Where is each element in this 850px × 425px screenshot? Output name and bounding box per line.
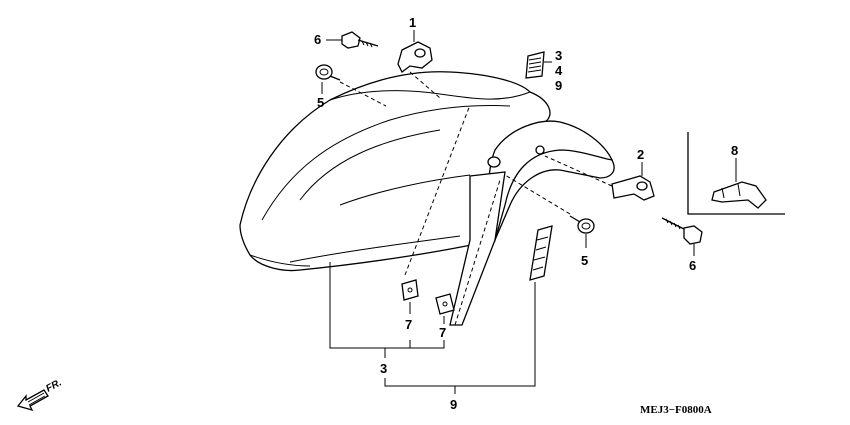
callout-7-left: 7 (405, 317, 412, 332)
diagram-code: MEJ3−F0800A (640, 404, 712, 416)
callout-6-lower: 6 (689, 258, 696, 273)
callout-8: 8 (731, 143, 738, 158)
callout-1: 1 (409, 15, 416, 30)
grommet-5-lower (504, 174, 595, 234)
nut-7-left (401, 279, 419, 301)
callout-5-left: 5 (317, 95, 324, 110)
callout-6-top: 6 (314, 32, 321, 47)
inset-frame (687, 132, 785, 215)
front-fender (239, 71, 615, 272)
bolt-6-top (341, 31, 379, 49)
front-direction-arrow (16, 389, 49, 412)
callout-2: 2 (637, 147, 644, 162)
side-label-strip (529, 225, 553, 281)
clip-1 (397, 41, 441, 99)
sticker-label (525, 51, 545, 79)
clip-8 (711, 181, 767, 209)
callout-9: 9 (555, 78, 562, 93)
callout-3: 3 (555, 48, 562, 63)
clip-2 (544, 155, 655, 201)
callout-7-right: 7 (439, 325, 446, 340)
callout-group-9: 9 (450, 397, 457, 412)
group-bracket-3 (329, 262, 445, 358)
callout-4: 4 (555, 63, 563, 78)
direction-label: FR. (44, 377, 63, 394)
group-bracket-9 (384, 282, 536, 394)
callout-5-lower: 5 (581, 253, 588, 268)
bolt-6-lower (661, 217, 703, 245)
nut-7-right (435, 293, 455, 315)
grommet-5-left (315, 64, 387, 107)
fender-rear-section (404, 104, 506, 326)
callout-group-3: 3 (380, 361, 387, 376)
